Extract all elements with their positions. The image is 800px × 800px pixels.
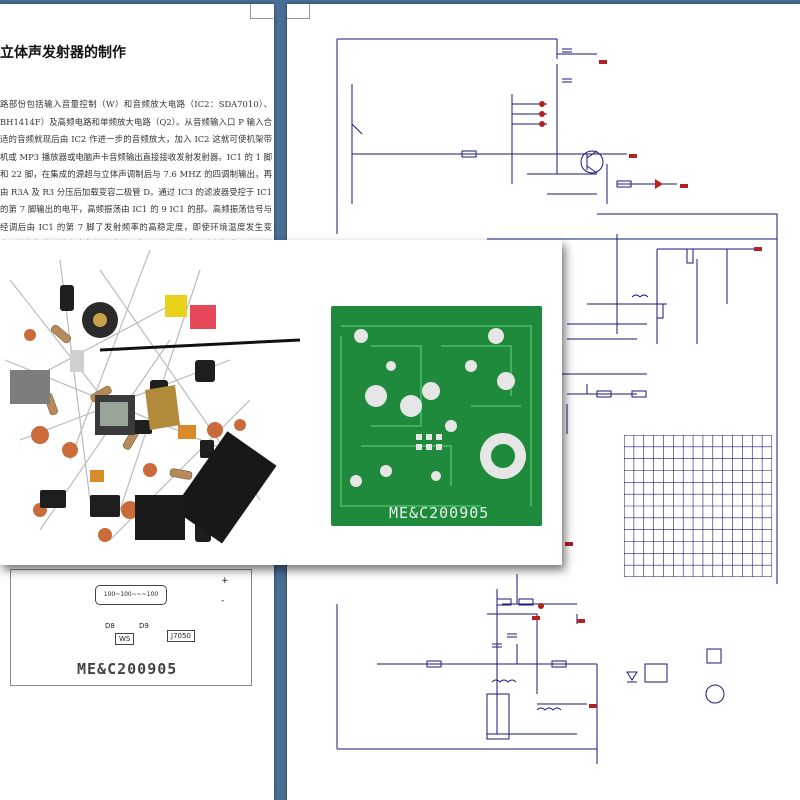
pcb-board-photo: ME&C200905 xyxy=(331,306,542,526)
pcb-label-d8: D8 xyxy=(105,622,115,630)
pcb-label-ws: WS xyxy=(115,633,135,645)
circuit-schematic xyxy=(336,38,778,764)
pcb-connector-strip: 100~100~~~100 xyxy=(95,585,167,605)
article-title: 立体声发射器的制作 xyxy=(0,45,126,61)
pcb-traces xyxy=(340,325,532,507)
pcb-layout-code: ME&C200905 xyxy=(77,660,178,678)
page-corner-mark xyxy=(287,4,310,19)
kit-photo-overlay: ME&C200905 xyxy=(0,240,562,565)
page-corner-mark xyxy=(250,4,273,19)
pcb-plus-mark: + xyxy=(221,576,229,586)
pcb-board-code: ME&C200905 xyxy=(389,504,490,522)
component-table xyxy=(624,435,772,577)
pcb-minus-mark: - xyxy=(221,596,225,606)
pcb-label-d9: D9 xyxy=(139,622,149,630)
pcb-label-hole: J7050 xyxy=(167,630,195,642)
components-pile-image xyxy=(4,249,301,544)
pcb-layout-drawing: 100~100~~~100 D8 D9 WS J7050 ME&C200905 … xyxy=(10,569,252,686)
